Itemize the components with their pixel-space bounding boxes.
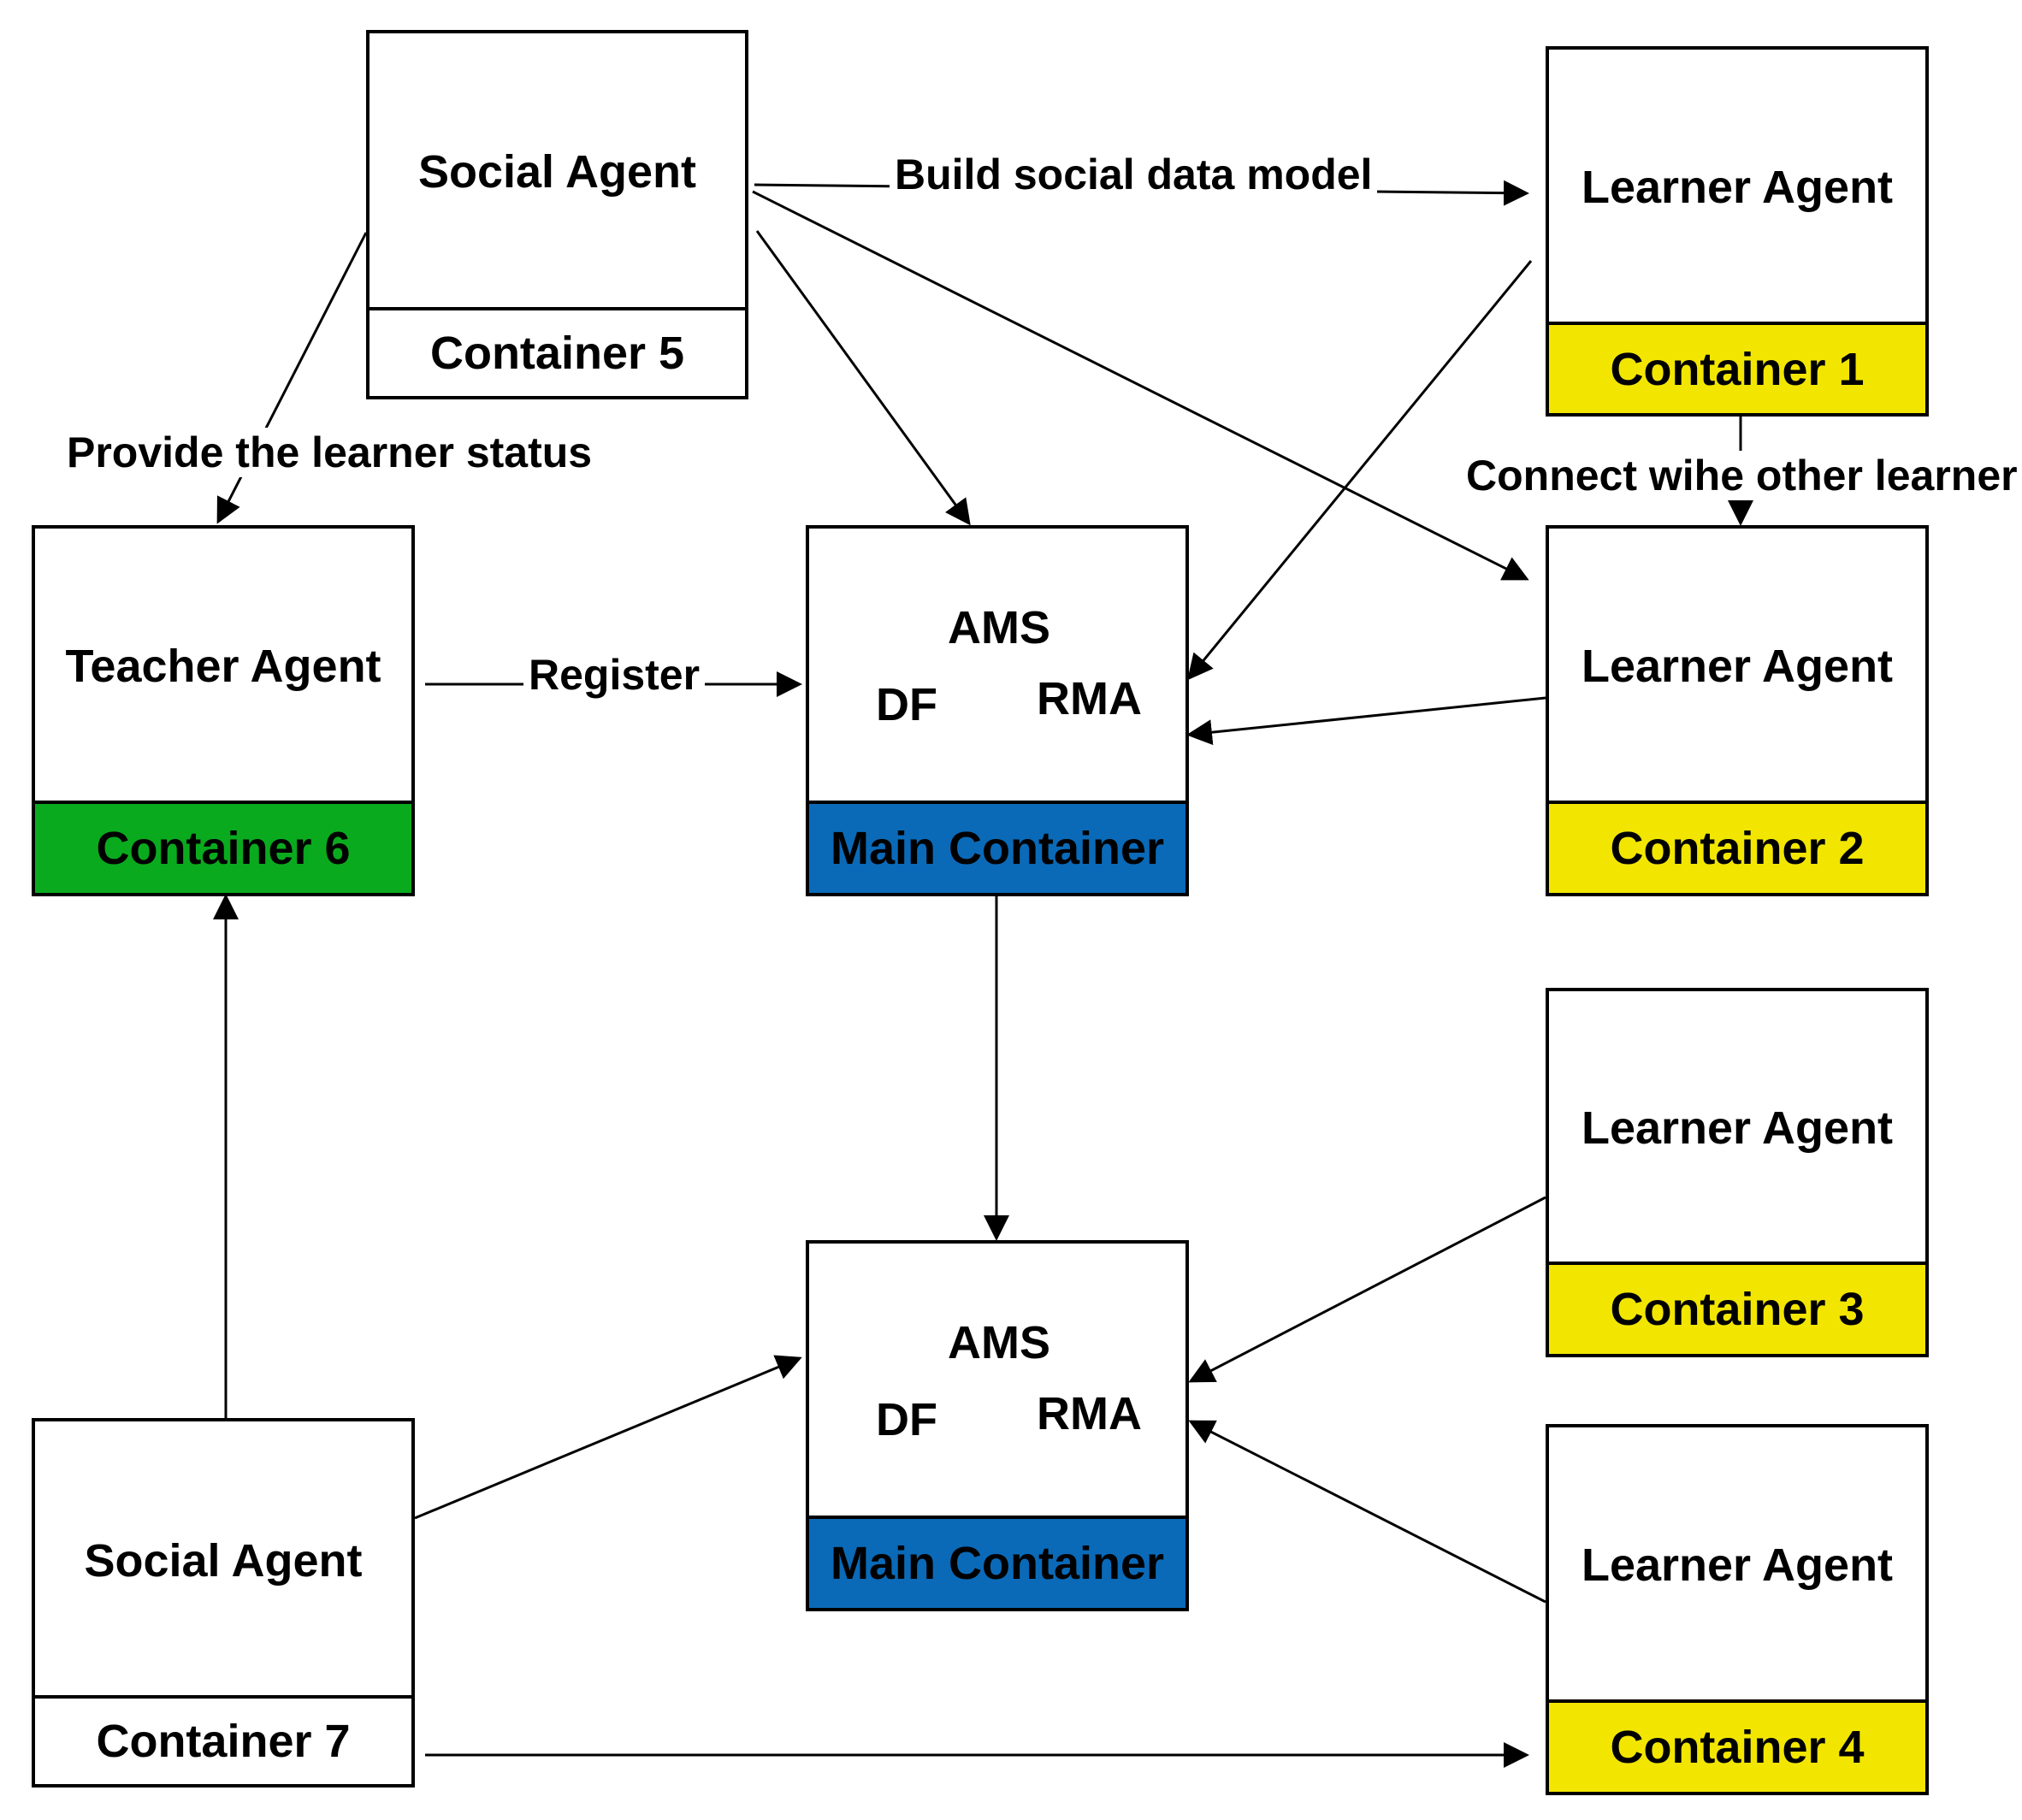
agent-label: Learner Agent [1581,1539,1894,1591]
agent-label: Social Agent [417,146,697,198]
agent-label: Learner Agent [1581,162,1894,213]
container-label: Container 2 [1610,823,1865,874]
agent-label: Teacher Agent [65,641,381,692]
ams-label: AMS [948,602,1050,653]
container-label: Container 4 [1610,1722,1865,1773]
edge-social-to-learner-2 [752,190,1529,581]
main-container-band: Main Container [809,801,1185,893]
node-learner-agent-4: Learner Agent Container 4 [1546,1424,1929,1795]
df-label: DF [876,679,937,730]
rma-label: RMA [1037,1388,1142,1439]
container-4-band: Container 4 [1549,1699,1925,1792]
container-5-band: Container 5 [370,307,745,396]
agent-label: Social Agent [84,1535,363,1587]
container-2-band: Container 2 [1549,801,1925,893]
edge-social-to-main-top [755,230,971,526]
edge-social-bottom-to-main-bottom [414,1355,802,1520]
container-3-band: Container 3 [1549,1262,1925,1354]
node-learner-agent-1: Learner Agent Container 1 [1546,46,1929,417]
rma-label: RMA [1037,673,1142,724]
edge-learner-4-to-main-bottom [1188,1420,1546,1604]
container-1-band: Container 1 [1549,322,1925,413]
edge-label-register: Register [523,650,706,700]
edge-provide-learner-status [216,232,368,524]
edge-label-build-social-data-model: Build social data model [890,150,1378,199]
edge-learner-3-to-main-bottom [1188,1196,1546,1383]
main-container-band: Main Container [809,1516,1185,1608]
node-learner-agent-2: Learner Agent Container 2 [1546,525,1929,896]
container-label: Container 1 [1610,343,1865,395]
agent-label: Learner Agent [1581,1102,1894,1154]
node-social-agent-top: Social Agent Container 5 [366,30,748,399]
edge-label-provide-learner-status: Provide the learner status [62,428,598,477]
container-6-band: Container 6 [35,801,411,893]
container-label: Container 3 [1610,1284,1865,1335]
node-teacher-agent: Teacher Agent Container 6 [32,525,415,896]
container-label: Main Container [830,823,1165,874]
node-social-agent-bottom: Social Agent Container 7 [32,1418,415,1788]
agent-label: Learner Agent [1581,641,1894,692]
edge-learner-1-to-main-top [1187,260,1533,681]
edge-label-connect-other-learner: Connect wihe other learner [1461,451,2022,500]
node-main-container-top: AMS DF RMA Main Container [806,525,1189,896]
container-label: Container 7 [96,1716,351,1767]
ams-label: AMS [948,1317,1050,1368]
edge-learner-2-to-main-top [1186,696,1546,746]
container-label: Main Container [830,1538,1165,1589]
node-learner-agent-3: Learner Agent Container 3 [1546,988,1929,1357]
node-main-container-bottom: AMS DF RMA Main Container [806,1240,1189,1611]
container-7-band: Container 7 [35,1695,411,1784]
container-label: Container 5 [429,328,685,379]
container-label: Container 6 [96,823,351,874]
df-label: DF [876,1394,937,1445]
